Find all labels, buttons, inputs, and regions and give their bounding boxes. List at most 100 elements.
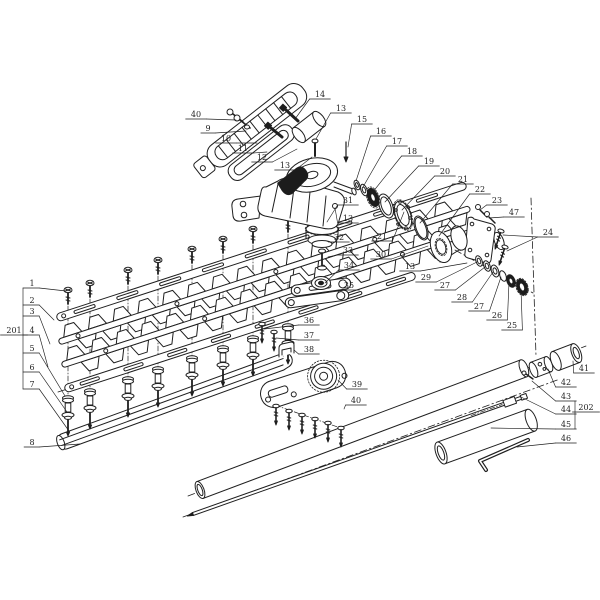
axis-line-vertical bbox=[530, 197, 537, 357]
callout-leader bbox=[38, 371, 68, 413]
callout-label: 7 bbox=[29, 380, 34, 389]
callout-leader bbox=[38, 315, 51, 345]
callout-label: 2 bbox=[29, 296, 34, 305]
callout-label: 15 bbox=[357, 115, 367, 124]
callout-leader bbox=[392, 211, 405, 242]
callout-leader bbox=[507, 281, 510, 321]
callout-leader bbox=[520, 396, 556, 415]
drive-shaft bbox=[186, 392, 529, 517]
callout-leader bbox=[272, 148, 298, 163]
callout-label: 41 bbox=[579, 364, 589, 373]
roller-cylinder bbox=[291, 110, 327, 144]
callout-leader bbox=[326, 240, 329, 243]
upper-guide-bar bbox=[56, 181, 467, 322]
callout-label: 5 bbox=[29, 344, 34, 353]
guide-rail bbox=[56, 352, 293, 451]
callout-label: 45 bbox=[561, 420, 571, 429]
callout-label: 39 bbox=[352, 380, 362, 389]
callout-leader bbox=[384, 165, 419, 203]
grip-tube bbox=[434, 408, 538, 465]
callout-label: 18 bbox=[407, 147, 417, 156]
callout-layer: 4091011121314131516171819202122234724311… bbox=[0, 90, 600, 448]
callout-label: 43 bbox=[561, 392, 571, 401]
callout-leader bbox=[295, 156, 313, 171]
callout-label: 30 bbox=[376, 250, 386, 259]
callout-leader bbox=[419, 183, 453, 224]
callout-label: 11 bbox=[238, 144, 248, 153]
link-arm-lower bbox=[284, 289, 350, 309]
callout-leader bbox=[438, 193, 470, 237]
callout-label: 9 bbox=[205, 124, 210, 133]
callout-label: 201 bbox=[6, 326, 21, 335]
callout-leader bbox=[355, 135, 371, 182]
callout-leader bbox=[547, 368, 556, 388]
trigger-lever bbox=[277, 166, 309, 196]
callout-label: 35 bbox=[344, 281, 354, 290]
coupler-cylinder bbox=[528, 356, 554, 378]
callout-leader bbox=[516, 442, 556, 448]
hex-wrench bbox=[478, 438, 530, 472]
callout-leader bbox=[38, 287, 67, 292]
callout-label: 26 bbox=[492, 311, 502, 320]
callout-label: 37 bbox=[304, 331, 314, 340]
callout-leader bbox=[489, 276, 502, 312]
callout-leader bbox=[472, 271, 494, 303]
callout-leader bbox=[263, 324, 299, 330]
callout-leader bbox=[490, 427, 556, 430]
handle-fasteners bbox=[226, 103, 349, 163]
callout-label: 13 bbox=[343, 214, 353, 223]
callout-leader bbox=[572, 360, 574, 374]
callout-leader bbox=[362, 145, 387, 188]
callout-leader bbox=[326, 204, 338, 223]
callout-label: 20 bbox=[440, 167, 450, 176]
callout-label: 40 bbox=[351, 396, 361, 405]
callout-leader bbox=[38, 443, 81, 448]
callout-label: 21 bbox=[377, 232, 387, 241]
callout-label: 42 bbox=[561, 378, 571, 387]
callout-label: 32 bbox=[334, 233, 344, 242]
callout-leader bbox=[488, 216, 504, 219]
callout-label: 23 bbox=[492, 196, 502, 205]
callout-label: 19 bbox=[424, 157, 434, 166]
callout-leader bbox=[315, 112, 331, 140]
callout-leader bbox=[38, 304, 55, 321]
shaft-centerline bbox=[182, 378, 561, 518]
callout-leader bbox=[253, 151, 268, 154]
callout-leader bbox=[327, 254, 338, 258]
callout-label: 46 bbox=[561, 434, 571, 443]
callout-leader bbox=[520, 288, 523, 331]
callout-label: 16 bbox=[376, 127, 386, 136]
callout-leader bbox=[347, 123, 352, 148]
callout-label: 13 bbox=[280, 161, 290, 170]
callout-label: 13 bbox=[336, 104, 346, 113]
output-washer-chain bbox=[475, 255, 529, 297]
callout-label: 6 bbox=[29, 363, 34, 372]
callout-label: 34 bbox=[344, 261, 354, 270]
callout-leader bbox=[401, 175, 435, 211]
callout-leader bbox=[343, 404, 346, 410]
callout-leader bbox=[293, 349, 299, 355]
callout-label: 40 bbox=[191, 110, 201, 119]
callout-label: 27 bbox=[474, 302, 484, 311]
callout-label: 36 bbox=[304, 316, 314, 325]
callout-label: 1 bbox=[29, 279, 34, 288]
callout-label: 22 bbox=[475, 185, 485, 194]
callout-label: 44 bbox=[561, 405, 571, 414]
callout-label: 29 bbox=[421, 273, 431, 282]
callout-label: 14 bbox=[315, 90, 325, 99]
callout-label: 3 bbox=[29, 307, 34, 316]
gearcase-bottom-plate bbox=[260, 359, 348, 409]
callout-leader bbox=[334, 207, 338, 224]
callout-leader bbox=[371, 155, 402, 194]
eccentric-bearing bbox=[311, 276, 331, 290]
callout-leader bbox=[337, 289, 339, 294]
callout-label: 10 bbox=[221, 134, 231, 143]
callout-leader bbox=[391, 245, 429, 260]
callout-label: 47 bbox=[509, 208, 519, 217]
callout-label: 38 bbox=[304, 345, 314, 354]
callout-label: 8 bbox=[29, 438, 34, 447]
callout-label: 13 bbox=[405, 262, 415, 271]
callout-leader bbox=[324, 269, 339, 284]
